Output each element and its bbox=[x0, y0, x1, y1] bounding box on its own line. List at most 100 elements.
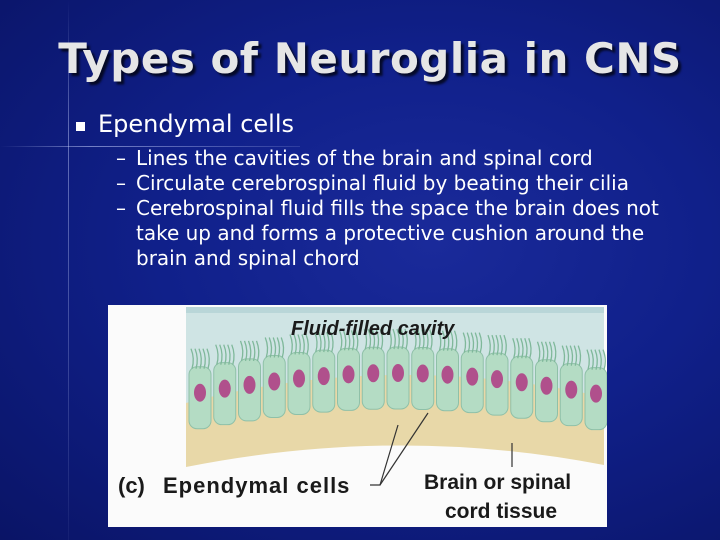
cilium bbox=[400, 328, 404, 350]
cell-nucleus bbox=[466, 367, 479, 386]
cell-nucleus bbox=[367, 364, 380, 383]
cilium bbox=[552, 341, 557, 362]
cell-nucleus bbox=[565, 380, 578, 399]
cell-nucleus bbox=[194, 383, 206, 402]
cilium bbox=[318, 331, 322, 353]
cilium bbox=[239, 340, 244, 362]
slide-title: Types of Neuroglia in CNS bbox=[58, 34, 682, 83]
cell-nucleus bbox=[515, 373, 528, 392]
cilium bbox=[289, 334, 293, 355]
ependymal-cells-figure: Fluid-filled cavity (c) Ependymal cells … bbox=[108, 305, 607, 527]
cell-nucleus bbox=[268, 372, 281, 391]
cell-nucleus bbox=[491, 370, 503, 389]
cilium bbox=[305, 334, 309, 355]
cilium bbox=[598, 349, 602, 370]
cilium bbox=[388, 328, 392, 350]
cilium bbox=[326, 331, 330, 353]
cells-pointer-line-2 bbox=[379, 412, 429, 486]
cilium bbox=[478, 332, 483, 353]
cilium bbox=[602, 349, 606, 370]
cilium bbox=[466, 332, 471, 353]
cilium bbox=[565, 345, 570, 366]
cilium bbox=[330, 331, 334, 353]
cilium bbox=[247, 340, 252, 362]
cilium bbox=[404, 328, 408, 350]
dash-marker: – bbox=[116, 196, 126, 220]
cilium bbox=[425, 329, 429, 350]
cavity-top-edge bbox=[186, 307, 604, 313]
cilium bbox=[190, 348, 194, 369]
cilium bbox=[470, 332, 475, 353]
sub-bullet-text: Lines the cavities of the brain and spin… bbox=[136, 146, 593, 170]
cilium bbox=[590, 349, 594, 370]
cilium bbox=[243, 340, 248, 362]
cilium bbox=[322, 331, 326, 353]
cilium bbox=[503, 334, 507, 356]
cilium bbox=[540, 341, 545, 362]
cilium bbox=[371, 329, 376, 350]
cilium bbox=[338, 330, 343, 351]
cilium bbox=[544, 341, 549, 362]
cilium bbox=[392, 328, 396, 350]
cells-label: Ependymal cells bbox=[163, 473, 350, 498]
cell-nucleus bbox=[243, 375, 256, 394]
cilium bbox=[594, 349, 598, 370]
cell-nucleus bbox=[342, 365, 355, 384]
cell-nucleus bbox=[392, 364, 404, 383]
cilium bbox=[520, 338, 524, 359]
cell-layer bbox=[188, 328, 607, 431]
cilium bbox=[536, 341, 541, 362]
sub-bullet-text: Circulate cerebrospinal fluid by beating… bbox=[136, 171, 629, 195]
cilium bbox=[272, 337, 277, 358]
cilium bbox=[437, 330, 442, 351]
cilium bbox=[548, 341, 553, 362]
cilium bbox=[569, 345, 574, 366]
cilium bbox=[577, 345, 582, 366]
sub-bullet: – Circulate cerebrospinal fluid by beati… bbox=[116, 171, 676, 196]
cilium bbox=[268, 337, 273, 358]
cilium bbox=[396, 328, 400, 350]
cilium bbox=[354, 330, 359, 351]
cilium bbox=[429, 329, 433, 350]
cilium bbox=[255, 340, 260, 362]
cilium bbox=[561, 345, 566, 366]
cilium bbox=[276, 337, 281, 358]
cilium bbox=[445, 330, 450, 351]
cilium bbox=[367, 329, 372, 350]
cilium bbox=[379, 329, 384, 350]
sub-bullet: – Lines the cavities of the brain and sp… bbox=[116, 146, 676, 171]
cilium bbox=[573, 345, 578, 366]
cell-nucleus bbox=[416, 364, 429, 383]
square-bullet-icon bbox=[76, 121, 85, 131]
cilium bbox=[202, 348, 206, 369]
cell-nucleus bbox=[218, 379, 231, 398]
cilium bbox=[223, 344, 227, 365]
cavity-label: Fluid-filled cavity bbox=[291, 318, 455, 340]
cell-nucleus bbox=[590, 384, 602, 403]
cilium bbox=[441, 330, 446, 351]
cilium bbox=[363, 329, 368, 350]
cilium bbox=[413, 329, 417, 350]
cilium bbox=[301, 334, 305, 355]
cilium bbox=[314, 331, 318, 353]
cell-nucleus bbox=[540, 376, 553, 395]
cilium bbox=[206, 348, 210, 369]
sub-bullet-list: – Lines the cavities of the brain and sp… bbox=[116, 146, 676, 271]
cilium bbox=[350, 330, 355, 351]
cilium bbox=[487, 334, 491, 356]
panel-label: (c) bbox=[118, 473, 145, 498]
main-bullet: Ependymal cells bbox=[76, 110, 294, 138]
cilium bbox=[586, 349, 590, 370]
dash-marker: – bbox=[116, 171, 126, 195]
cilium bbox=[280, 337, 285, 358]
cilium bbox=[194, 348, 198, 369]
sub-bullet-text: Cerebrospinal fluid fills the space the … bbox=[136, 196, 659, 270]
cilium bbox=[293, 334, 297, 355]
cilium bbox=[251, 340, 256, 362]
cilium bbox=[495, 334, 499, 356]
cilium bbox=[227, 344, 231, 365]
cilium bbox=[516, 338, 520, 359]
cilium bbox=[346, 330, 351, 351]
cilium bbox=[215, 344, 219, 365]
cilium bbox=[421, 329, 425, 350]
